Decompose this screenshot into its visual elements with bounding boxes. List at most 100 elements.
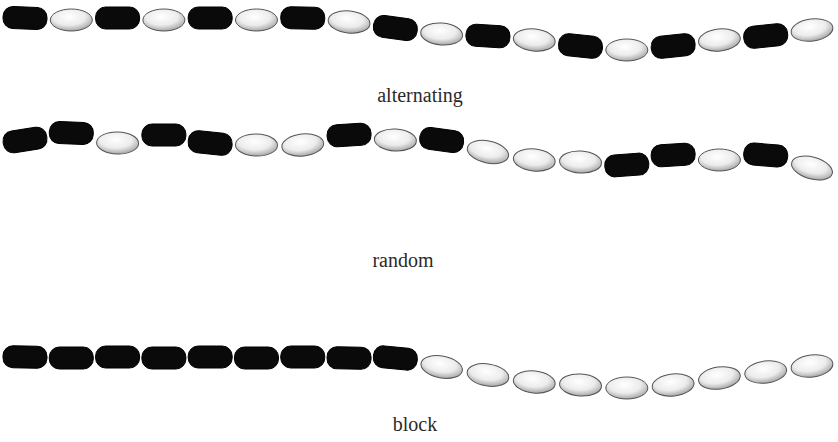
white-monomer-shape <box>465 361 510 389</box>
white-monomer <box>606 377 648 399</box>
black-monomer <box>326 123 371 147</box>
white-monomer-shape <box>327 9 371 35</box>
black-monomer-shape <box>3 346 47 369</box>
white-monomer-shape <box>743 358 787 385</box>
white-monomer <box>789 152 835 185</box>
white-monomer <box>143 9 185 31</box>
white-monomer-shape <box>606 377 648 399</box>
black-monomer-shape <box>743 23 789 50</box>
black-monomer <box>743 23 789 50</box>
white-monomer <box>698 149 740 171</box>
white-monomer-shape <box>559 373 602 398</box>
white-monomer-shape <box>698 149 740 171</box>
black-monomer <box>3 346 47 369</box>
black-monomer <box>327 347 371 369</box>
black-monomer-shape <box>96 7 140 29</box>
black-monomer-shape <box>187 130 233 157</box>
black-monomer <box>3 6 48 30</box>
black-monomer-shape <box>49 347 93 369</box>
white-monomer-shape <box>50 9 92 31</box>
white-monomer <box>512 369 556 395</box>
black-monomer <box>465 24 510 49</box>
black-monomer-shape <box>604 152 650 177</box>
white-monomer-shape <box>96 132 138 155</box>
black-monomer-shape <box>326 123 371 147</box>
black-monomer <box>234 347 278 369</box>
black-monomer-shape <box>3 6 48 30</box>
white-monomer <box>606 39 648 61</box>
black-monomer-shape <box>142 347 186 369</box>
black-monomer-shape <box>96 346 140 368</box>
black-monomer <box>281 7 325 30</box>
black-monomer <box>281 346 325 368</box>
black-monomer-shape <box>2 126 49 154</box>
white-monomer-shape <box>512 369 556 395</box>
white-monomer <box>235 9 277 31</box>
polymer-chains <box>2 6 836 399</box>
white-monomer-shape <box>235 9 277 31</box>
white-monomer-shape <box>419 352 464 381</box>
white-monomer <box>697 364 742 392</box>
black-monomer <box>187 130 233 157</box>
black-monomer <box>49 347 93 369</box>
black-monomer-shape <box>188 346 232 368</box>
white-monomer-shape <box>512 147 556 173</box>
black-monomer <box>604 152 650 177</box>
black-monomer-shape <box>372 345 418 371</box>
black-monomer <box>49 121 94 144</box>
black-monomer <box>651 143 696 167</box>
white-monomer-shape <box>790 352 834 379</box>
black-monomer-shape <box>372 14 418 41</box>
white-monomer <box>235 134 277 157</box>
white-monomer <box>559 373 602 398</box>
white-monomer <box>281 132 325 158</box>
white-monomer-shape <box>559 150 602 174</box>
white-monomer-shape <box>790 16 834 43</box>
black-monomer <box>650 33 696 60</box>
white-monomer <box>651 372 695 398</box>
black-monomer-shape <box>557 33 603 60</box>
white-monomer-shape <box>697 27 741 53</box>
black-monomer <box>188 346 232 368</box>
white-monomer-shape <box>606 39 648 61</box>
black-monomer-shape <box>234 347 278 369</box>
black-monomer-shape <box>743 142 789 168</box>
black-monomer <box>372 345 418 371</box>
white-monomer-shape <box>789 152 835 185</box>
white-monomer-shape <box>235 134 277 157</box>
white-monomer <box>512 27 556 53</box>
white-monomer <box>559 150 602 174</box>
chain-type-label: block <box>393 412 437 436</box>
white-monomer-shape <box>143 9 185 31</box>
white-monomer <box>50 9 92 31</box>
white-monomer-shape <box>651 372 695 398</box>
polymer-chain <box>3 345 834 399</box>
white-monomer-shape <box>512 27 556 53</box>
white-monomer <box>96 132 138 155</box>
white-monomer <box>790 16 834 43</box>
white-monomer <box>327 9 371 35</box>
white-monomer <box>790 352 834 379</box>
black-monomer-shape <box>281 346 325 368</box>
white-monomer-shape <box>374 128 417 152</box>
white-monomer <box>743 358 787 385</box>
black-monomer-shape <box>188 7 232 29</box>
white-monomer-shape <box>465 137 511 167</box>
white-monomer-shape <box>420 21 464 47</box>
black-monomer <box>96 346 140 368</box>
black-monomer-shape <box>327 347 371 369</box>
black-monomer-shape <box>650 33 696 60</box>
black-monomer <box>743 142 789 168</box>
white-monomer-shape <box>281 132 325 158</box>
white-monomer <box>465 137 511 167</box>
black-monomer <box>2 126 49 154</box>
chain-type-label: random <box>372 248 433 272</box>
chain-type-label: alternating <box>377 83 463 107</box>
black-monomer <box>142 347 186 369</box>
black-monomer <box>96 7 140 29</box>
polymer-chain <box>2 121 836 184</box>
black-monomer-shape <box>142 124 186 146</box>
white-monomer <box>420 21 464 47</box>
